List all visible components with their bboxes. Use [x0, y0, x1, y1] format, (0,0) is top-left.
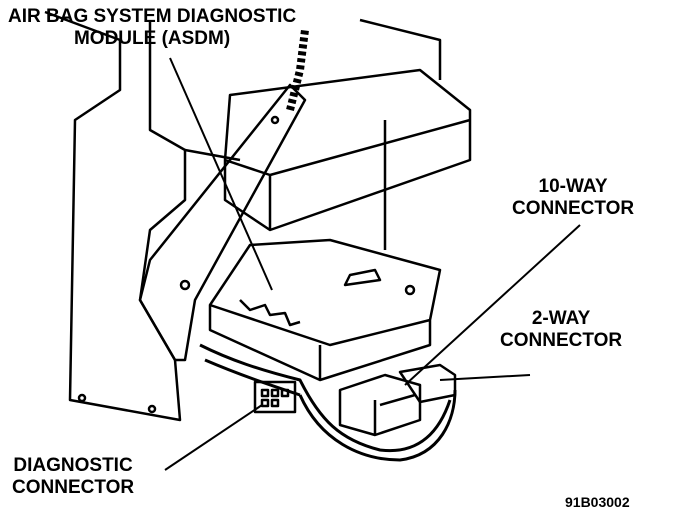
two-way-connector-label: 2-WAY CONNECTOR — [500, 308, 623, 351]
ten-way-connector-label: 10-WAY CONNECTOR — [512, 176, 635, 219]
two-way-connector-shape — [398, 363, 457, 404]
leader-lines — [164, 57, 581, 471]
mounting-bracket — [138, 83, 307, 362]
diagnostic-connector-shape — [253, 380, 297, 414]
harness-wires — [199, 343, 457, 462]
upper-shelf — [223, 68, 472, 232]
side-panel — [44, 10, 187, 422]
asdm-label: AIR BAG SYSTEM DIAGNOSTIC MODULE (ASDM) — [8, 6, 297, 49]
asdm-module — [208, 238, 442, 382]
ten-way-connector-shape — [338, 373, 422, 437]
diagnostic-connector-label: DIAGNOSTIC CONNECTOR — [12, 455, 135, 498]
figure-code: 91B03002 — [565, 494, 630, 510]
